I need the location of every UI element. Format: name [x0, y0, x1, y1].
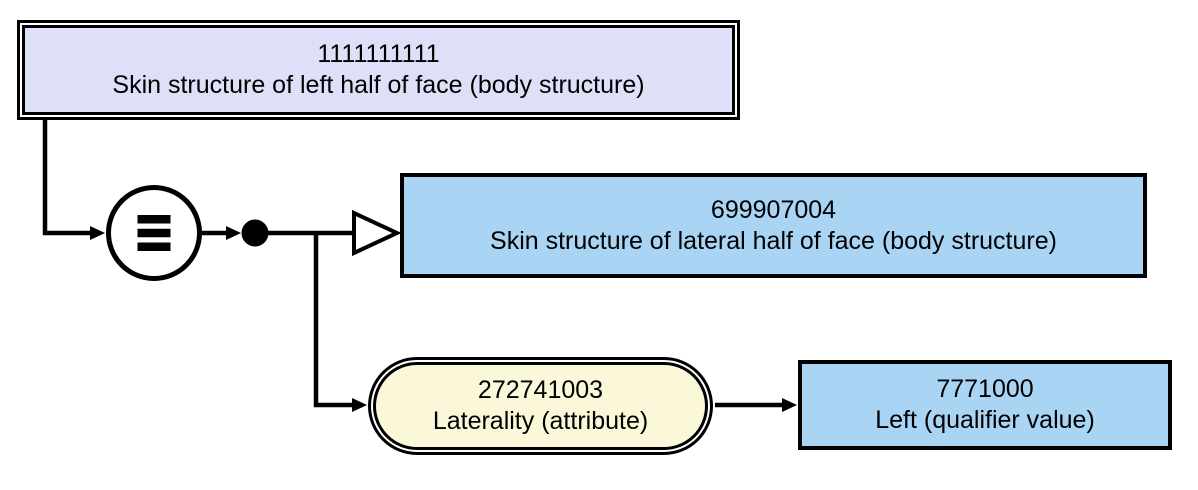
- focus-concept-term: Skin structure of left half of face (bod…: [112, 71, 645, 99]
- value-concept-term: Left (qualifier value): [875, 406, 1095, 434]
- supertype-concept-body: 699907004 Skin structure of lateral half…: [404, 177, 1143, 274]
- supertype-concept-term: Skin structure of lateral half of face (…: [490, 226, 1057, 255]
- arrowhead-equivalence: [90, 226, 105, 240]
- connector-focus-to-equivalence: [42, 117, 90, 236]
- node-focus-concept: 1111111111 Skin structure of left half o…: [17, 20, 740, 120]
- connector-conjunction-to-attribute: [313, 233, 352, 408]
- arrowhead-attribute: [352, 398, 367, 412]
- value-concept-body: 7771000 Left (qualifier value): [802, 364, 1168, 446]
- node-supertype-concept: 699907004 Skin structure of lateral half…: [400, 173, 1147, 278]
- arrowhead-conjunction: [226, 226, 241, 240]
- value-concept-id: 7771000: [936, 375, 1034, 403]
- focus-concept-id: 1111111111: [317, 40, 440, 68]
- attribute-body: 272741003 Laterality (attribute): [373, 362, 708, 450]
- attribute-term: Laterality (attribute): [432, 407, 649, 435]
- is-a-arrow-icon: [352, 209, 402, 257]
- supertype-concept-id: 699907004: [710, 195, 837, 224]
- arrowhead-value: [782, 398, 797, 412]
- equivalence-bars-icon: [137, 215, 171, 251]
- attribute-id: 272741003: [477, 376, 604, 404]
- focus-concept-body: 1111111111 Skin structure of left half o…: [22, 25, 735, 115]
- node-value-concept: 7771000 Left (qualifier value): [798, 360, 1172, 450]
- node-attribute: 272741003 Laterality (attribute): [368, 357, 713, 455]
